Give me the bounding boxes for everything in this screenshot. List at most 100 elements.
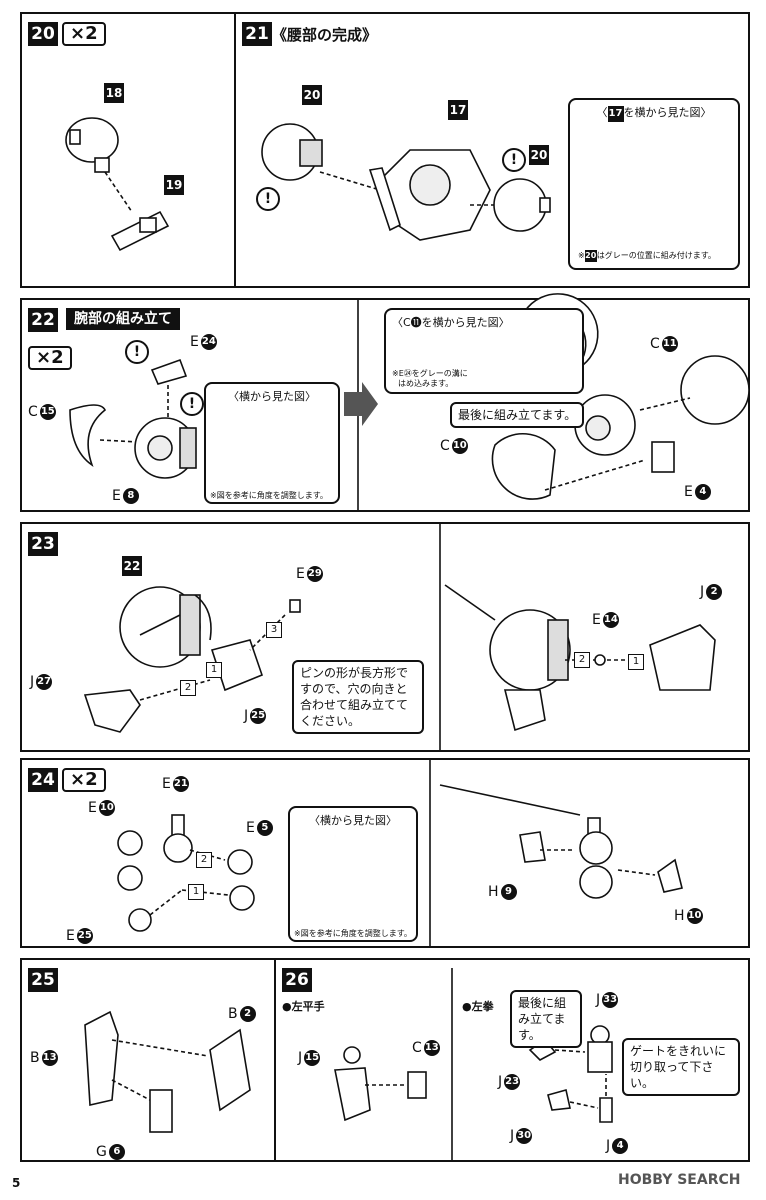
part-24-assembly: [579, 817, 613, 899]
part-j15-drawing: [334, 1046, 371, 1122]
letter: J: [606, 1138, 611, 1154]
part-j30-drawing: [547, 1089, 571, 1111]
part-20-drawing: [261, 123, 323, 181]
quantity-multiplier-22: ×2: [28, 346, 72, 370]
part-c11-drawing: [680, 355, 750, 425]
page-number: 5: [12, 1176, 21, 1190]
step-number-20: 20: [28, 22, 58, 46]
cut-gate-note: ゲートをきれいに切り取って下さい。: [622, 1038, 740, 1096]
letter: C: [650, 336, 660, 352]
step-title-21: 《腰部の完成》: [272, 26, 378, 44]
letter: G: [96, 1144, 107, 1160]
note-21: ※20はグレーの位置に組み付けます。: [578, 250, 716, 262]
letter: B: [30, 1050, 40, 1066]
letter: J: [30, 674, 35, 690]
num: 10: [451, 438, 468, 454]
part-20b-drawing: [493, 178, 551, 232]
letter: J: [298, 1050, 303, 1066]
num: 24: [200, 334, 217, 350]
part-h10-drawing: [657, 858, 683, 893]
callout-title-c11: 〈C⓫を横から見た図〉: [392, 316, 510, 329]
subtitle-left-open-hand: ●左平手: [282, 1000, 325, 1013]
letter: E: [162, 776, 171, 792]
part-c13-drawing: [407, 1071, 427, 1099]
num: 6: [108, 1144, 125, 1160]
callout-title-pre: 〈: [596, 106, 608, 119]
zoom-line: [444, 584, 496, 621]
part-e8-drawing: [134, 417, 197, 479]
letter: C: [440, 438, 450, 454]
num: 10: [686, 908, 703, 924]
callout-note-c11-2: はめ込みます。: [398, 379, 454, 388]
assemble-last-bubble-26: 最後に組み立てます。: [510, 990, 582, 1048]
letter: E: [684, 484, 693, 500]
num: 13: [41, 1050, 58, 1066]
order-2-24: 2: [196, 852, 212, 868]
part-e5-drawing: [227, 849, 253, 875]
num: 11: [661, 336, 678, 352]
part-label-20: 20: [302, 85, 322, 105]
caution-icon-22b: !: [180, 392, 204, 416]
letter: H: [674, 908, 685, 924]
side-view-callout-22: 〈横から見た図〉: [204, 382, 340, 504]
part-j4-drawing: [599, 1097, 613, 1123]
num: 15: [304, 1050, 321, 1066]
callout-title-24: 〈横から見た図〉: [309, 814, 397, 827]
step-number-22: 22: [28, 308, 58, 332]
part-e14-drawing: [594, 654, 606, 666]
side-view-callout-21: 〈17を横から見た図〉: [568, 98, 740, 270]
part-label-17: 17: [448, 100, 468, 120]
order-2: 2: [180, 680, 196, 696]
part-23-assembly: [489, 609, 571, 732]
part-17-drawing: [368, 149, 491, 241]
next-arrow-icon: [344, 382, 378, 426]
num: 23: [504, 1074, 521, 1090]
part-label-19: 19: [164, 175, 184, 195]
order-1b: 1: [628, 654, 644, 670]
letter: J: [510, 1128, 515, 1144]
rotate-arrow: [194, 594, 212, 641]
order-2b: 2: [574, 652, 590, 668]
part-e29-drawing: [289, 599, 301, 613]
part-g6-drawing: [149, 1089, 173, 1133]
letter: B: [228, 1006, 238, 1022]
part-e4-drawing: [651, 441, 675, 473]
letter: E: [592, 612, 601, 628]
letter: J: [244, 708, 249, 724]
step-number-25: 25: [28, 968, 58, 992]
order-1: 1: [206, 662, 222, 678]
callout-note-24: ※図を参考に角度を調整します。: [294, 929, 412, 938]
part-h9-drawing: [519, 831, 546, 863]
letter: E: [246, 820, 255, 836]
letter: E: [190, 334, 199, 350]
letter: J: [700, 584, 705, 600]
quantity-multiplier: ×2: [62, 22, 106, 46]
part-j2-drawing: [649, 624, 716, 691]
num: 13: [423, 1040, 440, 1056]
part-j27-drawing: [83, 689, 141, 733]
step-number-23: 23: [28, 532, 58, 556]
part-19-drawing: [110, 210, 170, 252]
num: 5: [256, 820, 273, 836]
num: 33: [602, 992, 619, 1008]
side-view-callout-c11: 〈C⓫を横から見た図〉: [384, 308, 584, 394]
step-title-22: 腕部の組み立て: [66, 308, 180, 330]
part-c15-drawing: [69, 404, 107, 468]
part-label-18: 18: [104, 83, 124, 103]
part-j33-drawing: [587, 1025, 613, 1073]
